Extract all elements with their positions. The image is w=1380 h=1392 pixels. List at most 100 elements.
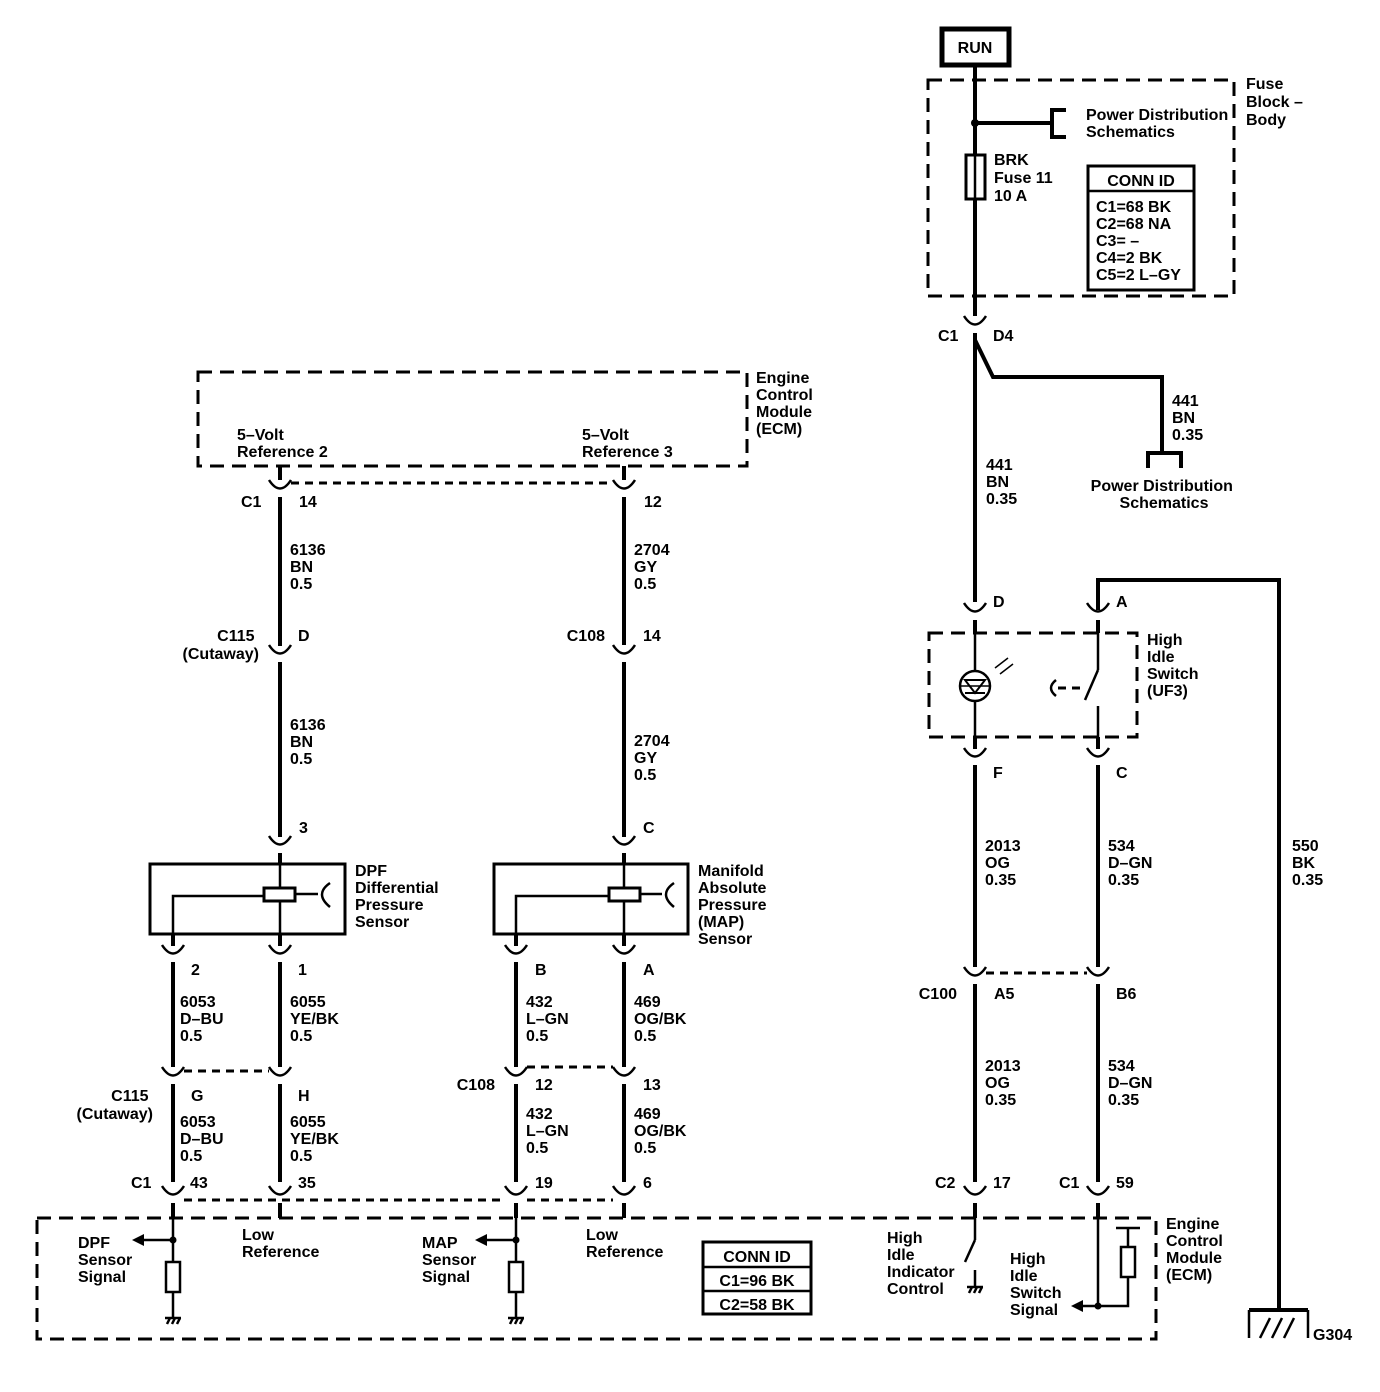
svg-text:6053 D–BU 0.5: 6053 D–BU 0.5	[180, 994, 228, 1045]
ecm-top-label: Engine Control Module (ECM)	[756, 370, 817, 438]
svg-text:C2: C2	[935, 1175, 956, 1192]
svg-text:H: H	[298, 1088, 310, 1105]
svg-text:13: 13	[643, 1077, 661, 1094]
svg-text:D: D	[993, 594, 1005, 611]
svg-text:43: 43	[190, 1175, 208, 1192]
svg-text:432 L–GN 0.5: 432 L–GN 0.5	[526, 1106, 573, 1157]
svg-text:G: G	[191, 1088, 203, 1105]
ecm-bottom-block: Engine Control Module (ECM) DPF Sensor S…	[35, 1216, 1227, 1341]
dpf-sensor-signal: DPF Sensor Signal	[78, 1235, 137, 1286]
arrow-left-icon	[132, 1234, 144, 1246]
ground-icon	[967, 1285, 984, 1294]
high-idle-switch-signal: High Idle Switch Signal	[1010, 1251, 1066, 1319]
svg-text:D: D	[298, 628, 310, 645]
svg-text:469 OG/BK 0.5: 469 OG/BK 0.5	[634, 1106, 691, 1157]
run-label: RUN	[958, 40, 993, 57]
ground-icon	[508, 1316, 525, 1325]
svg-text:534 D–GN 0.35: 534 D–GN 0.35	[1108, 1058, 1157, 1109]
svg-text:2013 OG 0.35: 2013 OG 0.35	[985, 1058, 1025, 1109]
map-sensor: Manifold Absolute Pressure (MAP) Sensor	[492, 862, 771, 948]
svg-text:C: C	[643, 820, 655, 837]
svg-text:12: 12	[535, 1077, 553, 1094]
svg-text:432 L–GN 0.5: 432 L–GN 0.5	[526, 994, 573, 1045]
svg-text:6053 D–BU 0.5: 6053 D–BU 0.5	[180, 1114, 228, 1165]
svg-text:C1: C1	[241, 494, 262, 511]
svg-text:59: 59	[1116, 1175, 1134, 1192]
svg-text:6055 YE/BK 0.5: 6055 YE/BK 0.5	[290, 994, 343, 1045]
fuse-block-body: Fuse Block – Body Power Distribution Sch…	[926, 65, 1307, 316]
arrow-left-icon	[1071, 1300, 1083, 1312]
svg-text:6055 YE/BK 0.5: 6055 YE/BK 0.5	[290, 1114, 343, 1165]
conn-id-bottom: CONN ID C1=96 BK C2=58 BK	[701, 1240, 813, 1316]
svg-text:CONN ID: CONN ID	[1107, 173, 1175, 190]
high-idle-switch-circuit: D A High Idle Switch (UF3)	[919, 578, 1323, 1310]
arrow-left-icon	[475, 1234, 487, 1246]
svg-text:C1=96 BK: C1=96 BK	[719, 1273, 795, 1290]
svg-text:1: 1	[298, 962, 307, 979]
svg-text:6: 6	[643, 1175, 652, 1192]
actuator-icon	[1049, 679, 1086, 697]
fuse-label: BRK Fuse 11 10 A	[994, 152, 1057, 205]
high-idle-switch-label: High Idle Switch (UF3)	[1147, 632, 1203, 700]
svg-text:534 D–GN 0.35: 534 D–GN 0.35	[1108, 838, 1157, 889]
svg-text:Manifold Absolute: Manifold Absolute Pressure (MAP) Sensor	[698, 863, 771, 948]
svg-text:C108: C108	[567, 628, 605, 645]
svg-text:6136 BN 0.5: 6136 BN 0.5	[290, 542, 330, 593]
svg-text:C108: C108	[457, 1077, 495, 1094]
svg-text:17: 17	[993, 1175, 1011, 1192]
ground-icon	[165, 1316, 182, 1325]
ecm-bottom-label: Engine Control Module (ECM)	[1166, 1216, 1227, 1284]
svg-text:6136 BN 0.5: 6136 BN 0.5	[290, 717, 330, 768]
svg-text:CONN ID: CONN ID	[723, 1249, 791, 1266]
svg-text:2704 GY 0.5: 2704 GY 0.5	[634, 733, 674, 784]
svg-text:F: F	[993, 765, 1003, 782]
wire-6136: C1 14 12 6136 BN 0.5 2704 GY 0.5 C115 (C…	[183, 478, 674, 864]
svg-text:2704 GY 0.5: 2704 GY 0.5	[634, 542, 674, 593]
svg-text:35: 35	[298, 1175, 316, 1192]
svg-text:C115 (Cutaway): C115 (Cutaway)	[77, 1088, 153, 1123]
svg-text:C: C	[1116, 765, 1128, 782]
svg-text:D4: D4	[993, 328, 1014, 345]
svg-text:C1: C1	[938, 328, 959, 345]
svg-text:A5: A5	[994, 986, 1015, 1003]
svg-text:469 OG/BK 0.5: 469 OG/BK 0.5	[634, 994, 691, 1045]
map-sensor-signal: MAP Sensor Signal	[422, 1235, 481, 1286]
svg-text:A: A	[643, 962, 655, 979]
power-distribution-top: Power Distribution Schematics	[1086, 107, 1233, 141]
led-icon	[958, 657, 1014, 703]
svg-text:B: B	[535, 962, 547, 979]
run-power-block: RUN	[939, 26, 1012, 68]
ref2-label: 5–Volt Reference 2	[237, 427, 328, 461]
svg-text:G304: G304	[1313, 1327, 1352, 1344]
low-ref-1: Low Reference	[242, 1227, 319, 1261]
ecm-top-block: Engine Control Module (ECM) 5–Volt Refer…	[196, 370, 817, 480]
svg-text:C1: C1	[131, 1175, 152, 1192]
low-ref-2: Low Reference	[586, 1227, 663, 1261]
ground-icon	[1258, 1317, 1296, 1339]
svg-text:19: 19	[535, 1175, 553, 1192]
svg-text:14: 14	[643, 628, 661, 645]
power-distribution-right: Power Distribution Schematics	[1091, 478, 1238, 512]
fuse-block-label: Fuse Block – Body	[1246, 76, 1307, 129]
sensor-lower-wiring: 2 1 B A 6053 D–BU 0.5 6055 YE/BK 0.5 432…	[77, 934, 691, 1218]
ground-g304: G304	[1247, 1308, 1352, 1344]
wire-441-main: 441 BN 0.35	[986, 457, 1017, 508]
svg-text:3: 3	[299, 820, 308, 837]
svg-text:14: 14	[299, 494, 317, 511]
svg-text:12: 12	[644, 494, 662, 511]
svg-text:C1=68 BK C2=68 NA: C1=68 BK C2=68 NA C3= – C4=2 BK C5=2 L–G…	[1096, 199, 1181, 284]
ref3-label: 5–Volt Reference 3	[582, 427, 673, 461]
svg-text:A: A	[1116, 594, 1128, 611]
conn-id-top: CONN ID C1=68 BK C2=68 NA C3= – C4=2 BK …	[1086, 164, 1196, 292]
svg-text:B6: B6	[1116, 986, 1137, 1003]
svg-text:C2=58 BK: C2=58 BK	[719, 1297, 795, 1314]
wire-441-branch: 441 BN 0.35	[1172, 393, 1203, 444]
svg-text:C1: C1	[1059, 1175, 1080, 1192]
svg-text:550 BK 0.35: 550 BK 0.35	[1292, 838, 1323, 889]
svg-text:2013 OG 0.35: 2013 OG 0.35	[985, 838, 1025, 889]
svg-text:2: 2	[191, 962, 200, 979]
dpf-pressure-sensor: DPF Differential Pressure Sensor	[148, 862, 439, 936]
svg-text:C100: C100	[919, 986, 957, 1003]
svg-text:C115 (Cutaway): C115 (Cutaway)	[183, 628, 259, 663]
